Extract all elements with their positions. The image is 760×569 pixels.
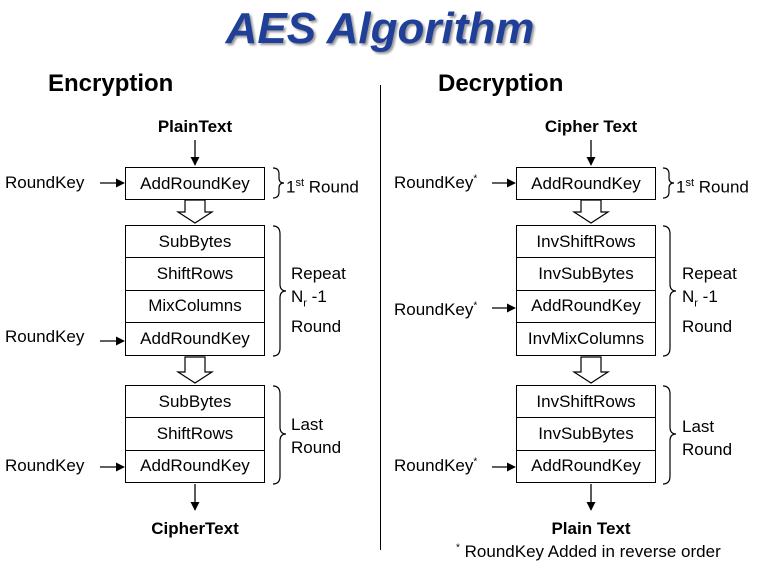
enc-roundkey-label: RoundKey <box>5 327 85 346</box>
enc-brace-last <box>272 385 287 485</box>
dec-brace-repeat <box>662 225 677 357</box>
dec-roundkey-label: RoundKey* <box>394 456 478 475</box>
enc-last-box: AddRoundKey <box>126 449 264 483</box>
dec-input-label: Cipher Text <box>544 117 638 136</box>
enc-repeat-box: SubBytes <box>158 231 232 251</box>
footnote: * RoundKey Added in reverse order <box>456 542 721 561</box>
dec-last-box: InvShiftRows <box>536 391 636 411</box>
dec-repeat-box: InvMixColumns <box>517 322 655 355</box>
column-divider <box>380 85 381 550</box>
dec-repeat-box: InvShiftRows <box>536 231 636 251</box>
dec-repeat-box: AddRoundKey <box>517 289 655 323</box>
dec-brace-first <box>662 167 675 199</box>
enc-repeat-box: AddRoundKey <box>126 322 264 355</box>
dec-output-label: Plain Text <box>551 519 631 538</box>
dec-last-box: AddRoundKey <box>517 449 655 483</box>
enc-last-box: SubBytes <box>158 391 232 411</box>
dec-hollow-arrow-1 <box>571 199 611 224</box>
enc-repeat-block: SubBytes ShiftRows MixColumns AddRoundKe… <box>125 225 265 356</box>
enc-hollow-arrow-1 <box>175 199 215 224</box>
dec-hollow-arrow-2 <box>571 356 611 384</box>
enc-first-round-label: 1st Round <box>286 177 359 197</box>
enc-hollow-arrow-2 <box>175 356 215 384</box>
dec-first-addroundkey: AddRoundKey <box>531 173 641 193</box>
enc-output-label: CipherText <box>151 519 239 538</box>
dec-last-box: InvSubBytes <box>517 417 655 450</box>
dec-brace-last <box>662 385 677 485</box>
enc-repeat-box: MixColumns <box>126 289 264 323</box>
dec-repeat-box: InvSubBytes <box>517 257 655 290</box>
enc-roundkey-label: RoundKey <box>5 173 85 192</box>
dec-repeat-block: InvShiftRows InvSubBytes AddRoundKey Inv… <box>516 225 656 356</box>
enc-first-addroundkey: AddRoundKey <box>140 173 250 193</box>
enc-repeat-box: ShiftRows <box>126 257 264 290</box>
dec-roundkey-label: RoundKey* <box>394 300 478 319</box>
encryption-heading: Encryption <box>48 70 174 97</box>
enc-first-round-block: AddRoundKey <box>125 167 265 200</box>
dec-first-round-block: AddRoundKey <box>516 167 656 200</box>
dec-first-round-label: 1st Round <box>676 177 749 197</box>
enc-last-block: SubBytes ShiftRows AddRoundKey <box>125 385 265 483</box>
enc-input-label: PlainText <box>157 117 233 136</box>
dec-last-block: InvShiftRows InvSubBytes AddRoundKey <box>516 385 656 483</box>
enc-brace-repeat <box>272 225 287 357</box>
main-title: AES Algorithm <box>225 4 535 53</box>
dec-roundkey-label: RoundKey* <box>394 173 478 192</box>
enc-brace-first <box>272 167 285 199</box>
decryption-heading: Decryption <box>438 70 564 97</box>
enc-roundkey-label: RoundKey <box>5 456 85 475</box>
enc-last-box: ShiftRows <box>126 417 264 450</box>
